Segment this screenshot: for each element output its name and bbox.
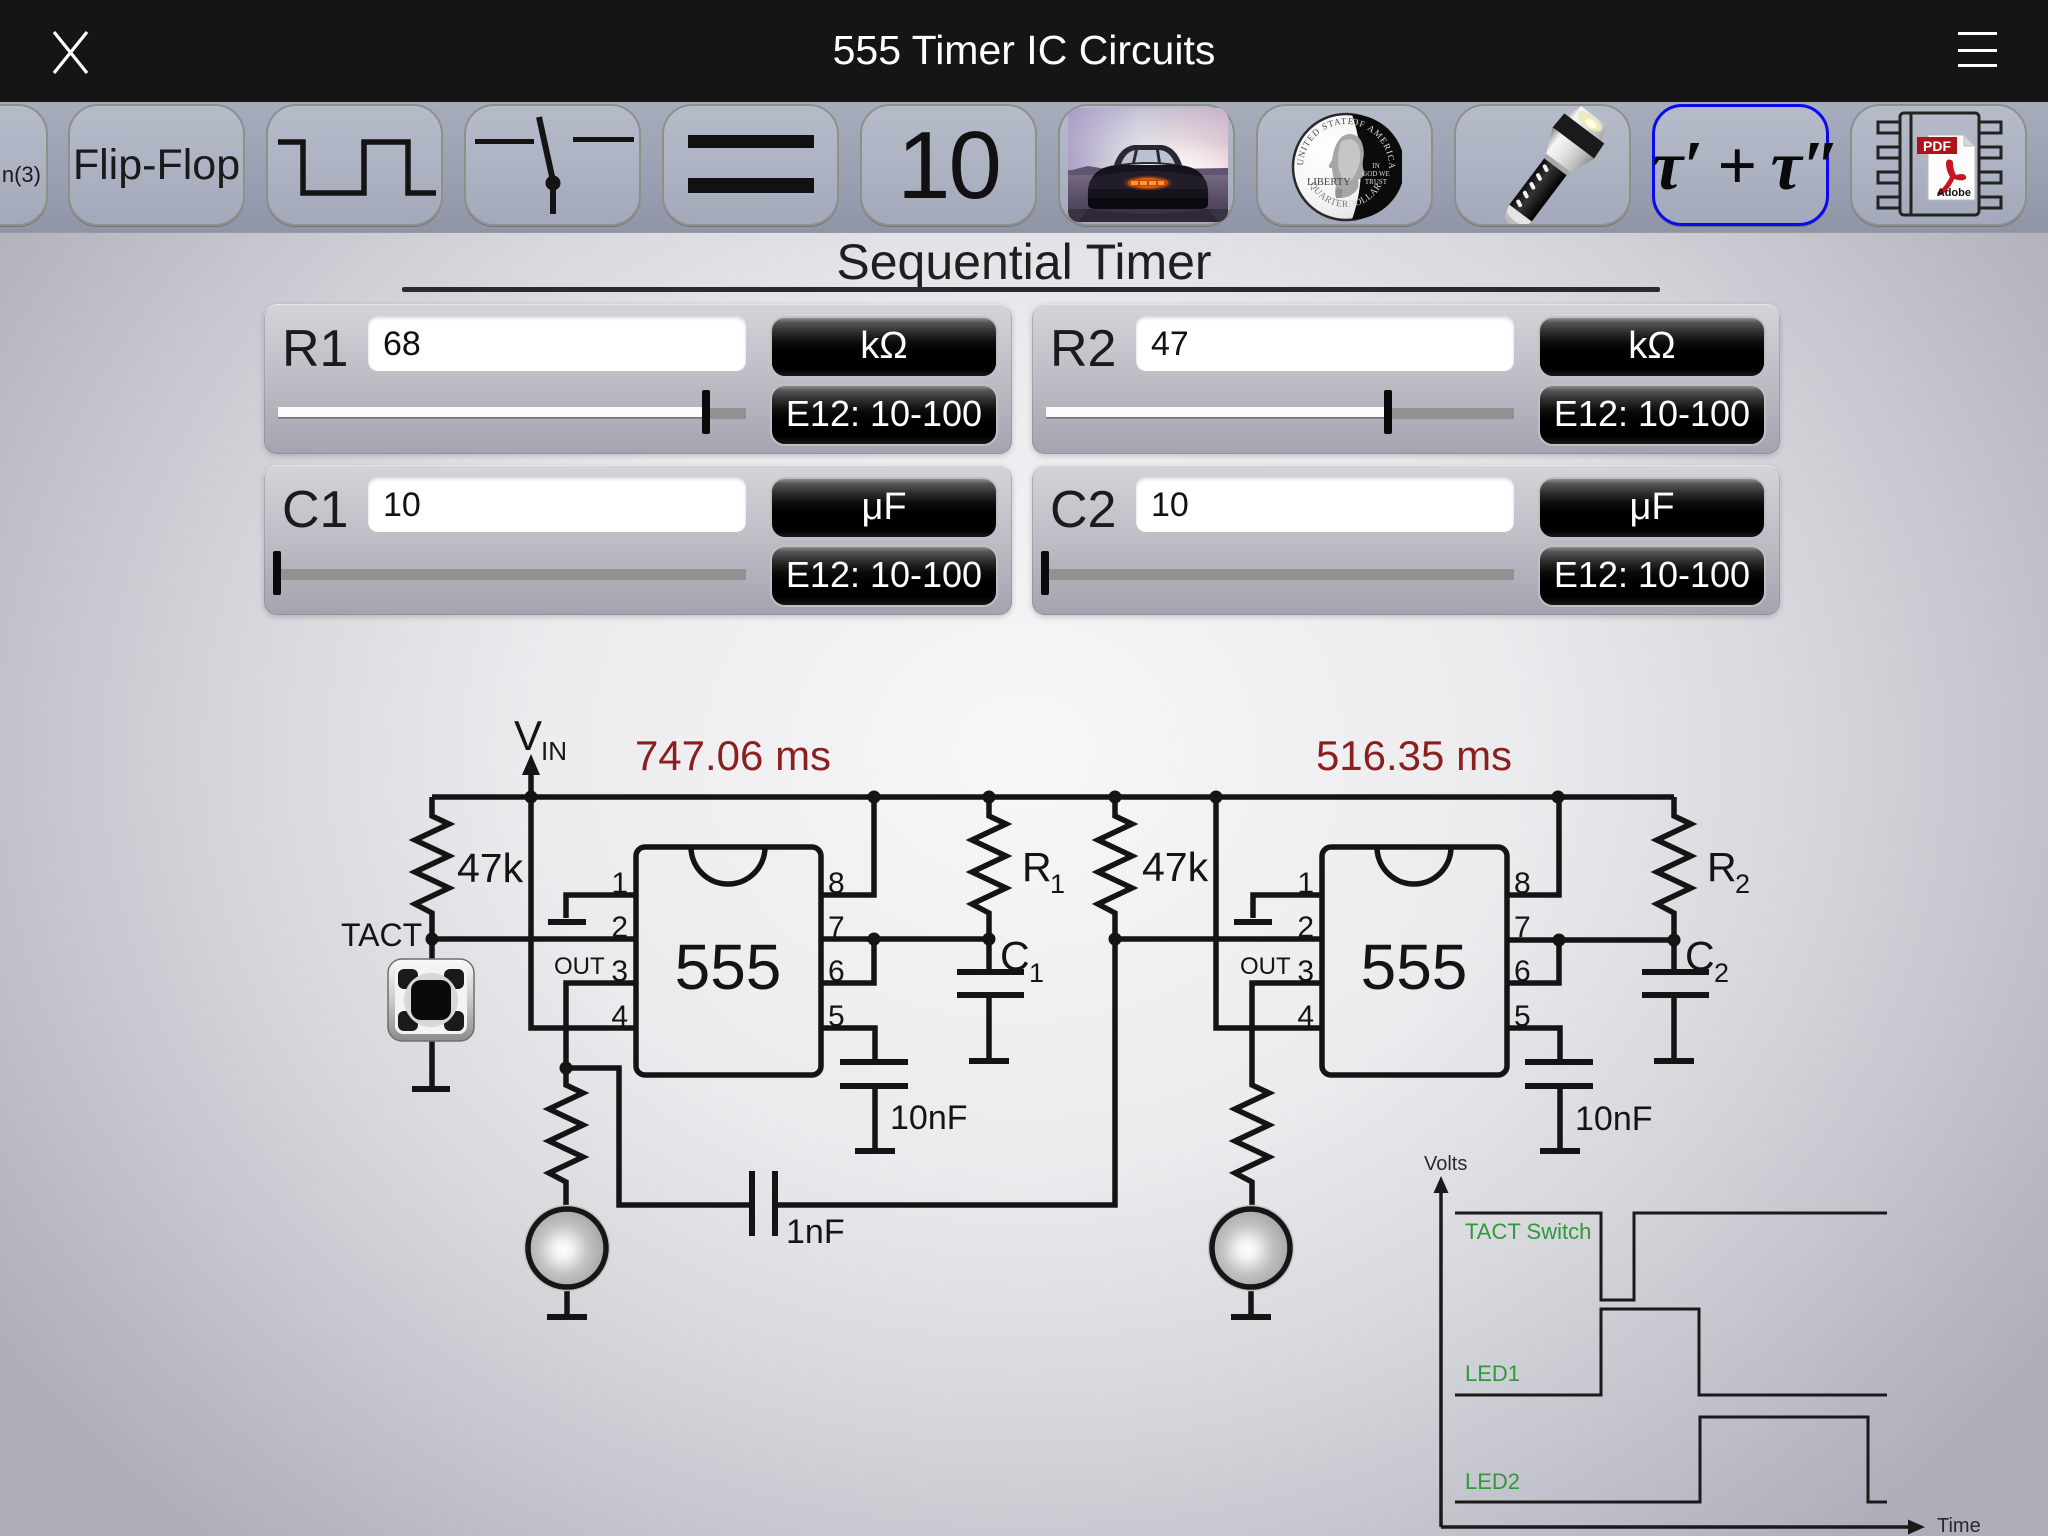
svg-text:47k: 47k [1142, 844, 1209, 890]
svg-text:LIBERTY: LIBERTY [1307, 177, 1351, 188]
svg-text:TRUST: TRUST [1365, 178, 1388, 186]
svg-text:5: 5 [828, 1000, 845, 1033]
svg-text:IN: IN [1372, 162, 1379, 170]
svg-text:1: 1 [611, 867, 628, 900]
svg-text:47k: 47k [457, 845, 524, 891]
svg-text:7: 7 [828, 911, 845, 944]
svg-text:C: C [1000, 933, 1030, 979]
svg-text:C: C [1685, 933, 1715, 979]
svg-text:1: 1 [1050, 869, 1065, 899]
svg-text:LED2: LED2 [1465, 1469, 1520, 1494]
svg-text:2: 2 [1714, 958, 1729, 988]
svg-text:V: V [514, 712, 542, 759]
svg-text:10nF: 10nF [890, 1099, 968, 1137]
svg-text:10nF: 10nF [1575, 1100, 1653, 1138]
svg-text:OUT: OUT [1240, 953, 1291, 980]
svg-text:555: 555 [675, 931, 782, 1003]
svg-text:4: 4 [1297, 1000, 1314, 1033]
svg-text:IN: IN [541, 736, 567, 766]
svg-text:516.35 ms: 516.35 ms [1316, 732, 1512, 779]
svg-text:555: 555 [1361, 931, 1468, 1003]
svg-text:4: 4 [611, 1000, 628, 1033]
svg-text:TACT: TACT [341, 917, 422, 953]
svg-text:8: 8 [1514, 867, 1531, 900]
svg-text:Adobe: Adobe [1937, 187, 1971, 199]
svg-text:1: 1 [1029, 958, 1044, 988]
svg-text:GOD WE: GOD WE [1362, 170, 1390, 178]
svg-text:7: 7 [1514, 911, 1531, 944]
svg-text:LED1: LED1 [1465, 1361, 1520, 1386]
svg-text:3: 3 [1297, 955, 1314, 988]
svg-text:Time: Time [1937, 1515, 1981, 1536]
svg-text:747.06 ms: 747.06 ms [635, 732, 831, 779]
svg-text:TACT Switch: TACT Switch [1465, 1219, 1591, 1244]
svg-text:2: 2 [611, 911, 628, 944]
svg-text:6: 6 [1514, 955, 1531, 988]
svg-text:1: 1 [1297, 867, 1314, 900]
svg-text:Volts: Volts [1424, 1153, 1467, 1175]
svg-text:OUT: OUT [554, 953, 605, 980]
svg-text:5: 5 [1514, 1000, 1531, 1033]
svg-text:R: R [1707, 844, 1737, 890]
svg-text:2: 2 [1297, 911, 1314, 944]
svg-text:6: 6 [828, 955, 845, 988]
svg-text:2: 2 [1735, 869, 1750, 899]
svg-text:PDF: PDF [1923, 138, 1951, 154]
svg-text:3: 3 [611, 955, 628, 988]
svg-text:R: R [1022, 844, 1052, 890]
svg-text:1nF: 1nF [786, 1213, 845, 1251]
svg-text:8: 8 [828, 867, 845, 900]
